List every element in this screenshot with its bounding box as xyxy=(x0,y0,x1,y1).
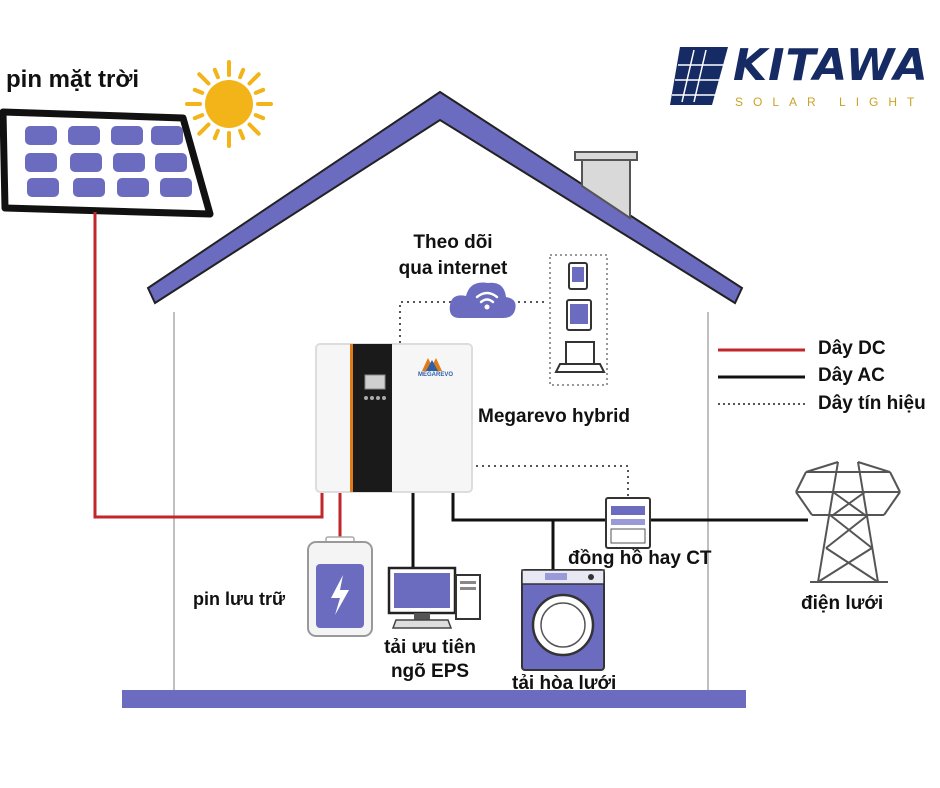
tablet-icon xyxy=(566,299,592,331)
panel-cell xyxy=(68,126,100,145)
monitor-label-line2: qua internet xyxy=(398,258,508,279)
battery-label: pin lưu trữ xyxy=(193,589,286,609)
sun-ray xyxy=(197,122,211,136)
sun-ray xyxy=(238,67,246,80)
phone-icon xyxy=(568,262,588,290)
hybrid-inverter xyxy=(315,343,473,493)
meter-label: đồng hồ hay CT xyxy=(568,548,712,569)
sun-ray xyxy=(197,72,211,86)
washing-machine-icon xyxy=(521,569,605,671)
kitawa-logo-mark xyxy=(670,47,728,105)
panel-cell xyxy=(25,153,57,172)
sun-ray xyxy=(253,113,266,121)
house-roof xyxy=(146,90,744,305)
panel-cell xyxy=(160,178,192,197)
grid-label: điện lưới xyxy=(801,593,884,614)
meter-icon xyxy=(605,497,651,549)
chimney xyxy=(574,151,638,220)
panel-cell xyxy=(111,126,143,145)
sun-ray xyxy=(212,67,220,80)
laptop-icon xyxy=(554,341,606,373)
cloud-wifi-icon xyxy=(449,282,516,318)
sun-ray xyxy=(192,113,205,121)
monitor-label-line1: Theo dõi xyxy=(413,232,493,253)
dc-wire xyxy=(93,212,342,540)
sun-ray xyxy=(238,128,246,141)
legend-dc-label: Dây DC xyxy=(818,338,886,359)
sun-ray xyxy=(212,128,220,141)
logo-subtitle: SOLAR LIGHT xyxy=(735,95,925,109)
megarevo-logo-icon xyxy=(422,358,442,371)
logo-title: KITAWA xyxy=(733,40,929,91)
sun-ray xyxy=(192,87,205,95)
sun-ray xyxy=(247,72,261,86)
house-floor xyxy=(122,690,746,708)
panel-cell xyxy=(113,153,145,172)
sun-ray xyxy=(253,87,266,95)
house-walls xyxy=(173,312,709,690)
ac-wire xyxy=(411,493,808,575)
legend xyxy=(718,348,805,405)
battery-icon xyxy=(307,536,373,637)
eps-load-label-line1: tải ưu tiên xyxy=(384,637,476,658)
monitoring-devices xyxy=(549,254,608,386)
solar-panel xyxy=(0,108,214,218)
eps-load-label: tải ưu tiên ngõ EPS xyxy=(375,636,485,684)
signal-wire xyxy=(399,301,629,498)
eps-load-label-line2: ngõ EPS xyxy=(390,661,470,682)
panel-cell xyxy=(70,153,102,172)
panel-cell xyxy=(151,126,183,145)
grid-load-label: tải hòa lưới xyxy=(512,673,617,694)
panel-cell xyxy=(73,178,105,197)
legend-ac-label: Dây AC xyxy=(818,365,885,386)
sun-ray xyxy=(247,122,261,136)
computer-icon xyxy=(387,566,481,629)
monitor-label: Theo dõi qua internet xyxy=(378,230,528,282)
panel-cell xyxy=(117,178,149,197)
inverter-label: Megarevo hybrid xyxy=(478,406,631,427)
panel-cell xyxy=(27,178,59,197)
panel-cell xyxy=(155,153,187,172)
panel-cell xyxy=(25,126,57,145)
sun-icon xyxy=(185,60,273,148)
transmission-tower-icon xyxy=(795,461,901,583)
solar-panel-label: pin mặt trời xyxy=(6,66,140,93)
inverter-brand-label: MEGAREVO xyxy=(418,372,454,378)
legend-signal-label: Dây tín hiệu xyxy=(818,393,926,414)
